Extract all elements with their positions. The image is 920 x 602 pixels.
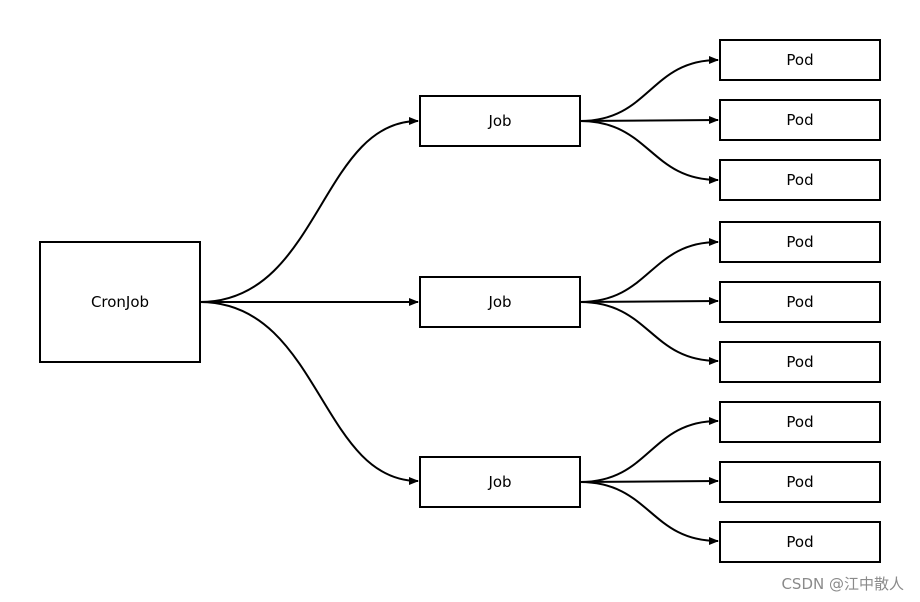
job-label: Job (487, 293, 511, 311)
job-2-edges (579, 238, 719, 365)
edge-job-1-to-pod-2 (579, 116, 719, 125)
pod-label: Pod (786, 293, 813, 311)
pod-label: Pod (786, 533, 813, 551)
pod-label: Pod (786, 233, 813, 251)
pod-label: Pod (786, 171, 813, 189)
pod-node: Pod (719, 401, 881, 443)
edge-job-3-to-pod-3 (579, 481, 719, 545)
edge-job-1-to-pod-3 (579, 120, 719, 184)
cronjob-label: CronJob (91, 293, 149, 311)
edge-job-2-to-pod-3 (579, 301, 719, 365)
edge-job-2-to-pod-2 (579, 297, 719, 306)
edge-job-3-to-pod-2 (579, 477, 719, 486)
edge-job-3-to-pod-1 (579, 417, 719, 483)
cronjob-edges (199, 117, 419, 485)
edge-job-1-to-pod-1 (579, 56, 719, 122)
pod-node: Pod (719, 39, 881, 81)
job-label: Job (487, 473, 511, 491)
pod-node: Pod (719, 281, 881, 323)
job-label: Job (487, 112, 511, 130)
pod-node: Pod (719, 159, 881, 201)
watermark-text: CSDN @江中散人 (781, 575, 904, 593)
edge-cronjob-to-job-1 (199, 117, 419, 303)
pod-node: Pod (719, 221, 881, 263)
pod-node: Pod (719, 521, 881, 563)
pod-label: Pod (786, 51, 813, 69)
pod-label: Pod (786, 353, 813, 371)
pod-node: Pod (719, 99, 881, 141)
edge-job-2-to-pod-1 (579, 238, 719, 303)
pod-node: Pod (719, 461, 881, 503)
job-1-edges (579, 56, 719, 184)
pod-label: Pod (786, 413, 813, 431)
cronjob-node: CronJob (39, 241, 201, 363)
pod-label: Pod (786, 111, 813, 129)
edge-cronjob-to-job-3 (199, 301, 419, 485)
pod-node: Pod (719, 341, 881, 383)
job-node-1: Job (419, 95, 581, 147)
job-node-2: Job (419, 276, 581, 328)
job-3-edges (579, 417, 719, 545)
job-node-3: Job (419, 456, 581, 508)
pod-label: Pod (786, 473, 813, 491)
